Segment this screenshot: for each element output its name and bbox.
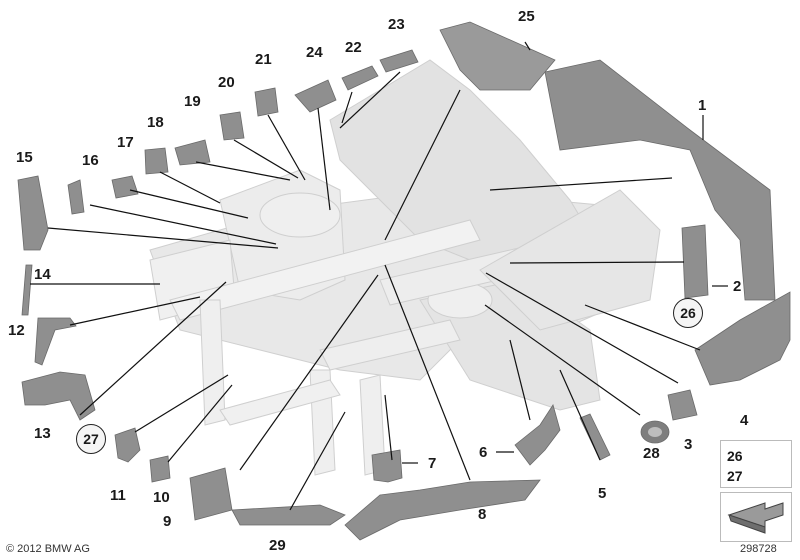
part-label-7: 7 — [428, 455, 437, 472]
part-label-20: 20 — [218, 74, 235, 91]
part-3-bracket — [667, 389, 698, 421]
part-label-14: 14 — [34, 266, 51, 283]
part-22-bracket — [341, 65, 379, 91]
part-label-6: 6 — [479, 444, 488, 461]
callout-27-label: 27 — [83, 431, 99, 447]
part-label-29: 29 — [269, 537, 286, 554]
part-29-rail — [231, 504, 346, 526]
part-15-panel — [17, 175, 49, 251]
part-1-shield — [544, 59, 776, 301]
part-label-10: 10 — [153, 489, 170, 506]
part-23-bracket — [379, 49, 419, 73]
part-label-15: 15 — [16, 149, 33, 166]
image-number: 298728 — [740, 543, 777, 555]
part-24-bracket — [294, 79, 337, 113]
part-label-13: 13 — [34, 425, 51, 442]
part-7-bracket — [371, 449, 403, 483]
callout-26: 26 — [673, 298, 703, 328]
callout-26-label: 26 — [680, 305, 696, 321]
part-label-22: 22 — [345, 39, 362, 56]
part-label-23: 23 — [388, 16, 405, 33]
part-label-4: 4 — [740, 412, 749, 429]
part-label-16: 16 — [82, 152, 99, 169]
part-14-rod — [21, 264, 33, 316]
part-18-block — [144, 147, 169, 175]
legend-label-26: 26 — [727, 448, 743, 464]
parts — [17, 21, 791, 541]
part-16-clip — [67, 179, 85, 215]
part-label-9: 9 — [163, 513, 172, 530]
copyright-text: © 2012 BMW AG — [6, 543, 90, 555]
part-label-17: 17 — [117, 134, 134, 151]
part-label-3: 3 — [684, 436, 693, 453]
part-25-plate — [439, 21, 556, 91]
direction-legend-box — [720, 492, 792, 542]
part-20-bracket — [219, 111, 245, 141]
callout-27: 27 — [76, 424, 106, 454]
part-label-5: 5 — [598, 485, 607, 502]
legend-label-27: 27 — [727, 468, 743, 484]
part-label-24: 24 — [306, 44, 323, 61]
part-12-bracket — [34, 317, 77, 366]
part-2-plate — [681, 224, 709, 299]
part-label-11: 11 — [110, 487, 126, 504]
part-11-bracket — [114, 427, 141, 463]
part-label-28: 28 — [643, 445, 660, 462]
part-21-bracket — [254, 87, 279, 117]
part-label-2: 2 — [733, 278, 742, 295]
part-label-12: 12 — [8, 322, 25, 339]
part-label-1: 1 — [698, 97, 707, 114]
part-label-8: 8 — [478, 506, 487, 523]
part-17-bracket — [111, 175, 139, 199]
part-10-plate — [149, 455, 171, 483]
part-19-bracket — [174, 139, 211, 166]
leader-lines — [30, 41, 728, 511]
part-label-21: 21 — [255, 51, 272, 68]
part-5-strip — [579, 413, 611, 461]
part-8-shield — [344, 479, 541, 541]
fastener-legend-box: 26 27 — [720, 440, 792, 488]
part-label-25: 25 — [518, 8, 535, 25]
part-13-bracket — [21, 371, 96, 421]
arrow-icon — [727, 502, 784, 534]
part-label-18: 18 — [147, 114, 164, 131]
part-4-shield — [694, 291, 791, 386]
part-6-bracket — [514, 404, 561, 466]
part-9-panel — [189, 467, 233, 521]
part-label-19: 19 — [184, 93, 201, 110]
